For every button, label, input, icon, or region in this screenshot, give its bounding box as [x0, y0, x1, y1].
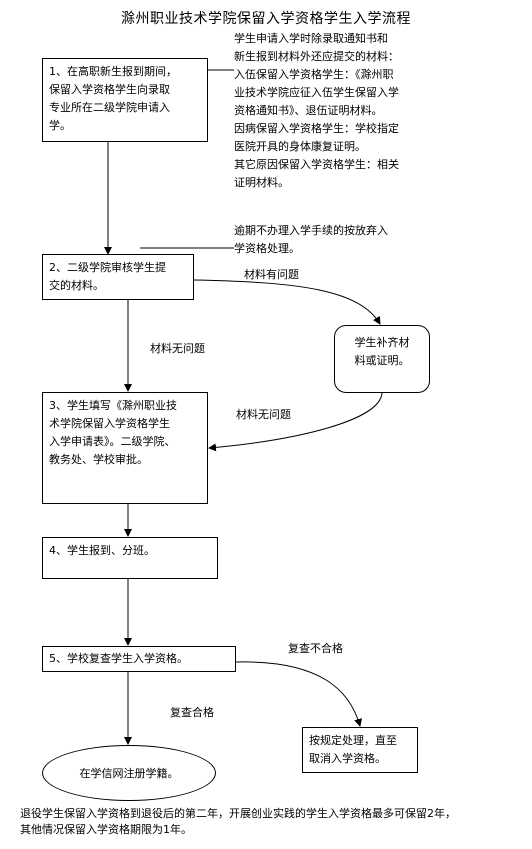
recheck-fail-handling-box: 按规定处理，直至 取消入学资格。: [302, 727, 418, 773]
overdue-note: 逾期不办理入学手续的按放弃入 学资格处理。: [234, 224, 388, 255]
label-material-issue: 材料有问题: [244, 268, 299, 281]
step-4-registration-box: 4、学生报到、分班。: [42, 537, 218, 579]
supplement-materials-box: 学生补齐材 料或证明。: [334, 325, 430, 393]
label-recheck-pass: 复查合格: [170, 706, 214, 719]
step-1-apply-box: 1、在高职新生报到期间， 保留入学资格学生向录取 专业所在二级学院申请入 学。: [42, 58, 208, 142]
label-material-ok-right: 材料无问题: [236, 408, 291, 421]
label-recheck-fail: 复查不合格: [288, 642, 343, 655]
register-student-status-ellipse: 在学信网注册学籍。: [42, 745, 216, 801]
step-2-review-box: 2、二级学院审核学生提 交的材料。: [42, 254, 194, 300]
arrow-supplement-step3: [208, 392, 383, 452]
page-title: 滁州职业技术学院保留入学资格学生入学流程: [121, 11, 411, 27]
footer-note: 退役学生保留入学资格到退役后的第二年，开展创业实践的学生入学资格最多可保留2年，…: [20, 807, 456, 836]
step-5-recheck-box: 5、学校复查学生入学资格。: [42, 646, 236, 672]
arrow-step2-supplement: [193, 279, 381, 325]
arrow-step5-fail: [235, 661, 362, 727]
required-materials-note: 学生申请入学时除录取通知书和 新生报到材料外还应提交的材料： 入伍保留入学资格学…: [234, 32, 399, 189]
step-3-application-form-box: 3、学生填写《滁州职业技 术学院保留入学资格学生 入学申请表》。二级学院、 教务…: [42, 392, 208, 504]
label-material-ok-left: 材料无问题: [150, 342, 205, 355]
